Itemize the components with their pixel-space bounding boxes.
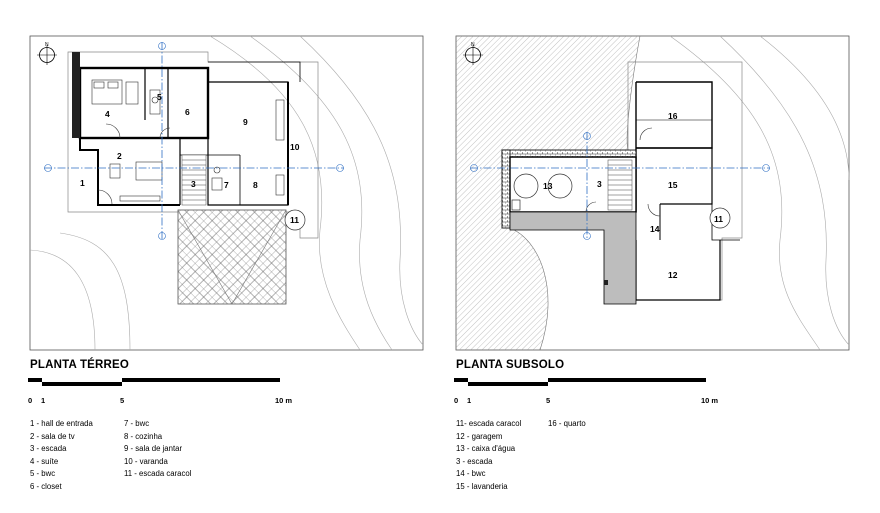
ground-site-outline	[67, 51, 319, 239]
legend-item: 1 - hall de entrada	[30, 419, 93, 428]
ground-axis-lines	[44, 42, 344, 240]
legend-item: 15 - lavanderia	[456, 481, 508, 491]
legend-item: 2 - sala de tv	[30, 431, 75, 441]
legend-item: 3 - escada	[456, 456, 493, 466]
basement-terrain-contours	[669, 35, 850, 351]
floor-plans-drawing: N 1 2 3 4 5 6 7 8 9 10 11	[29, 35, 850, 351]
ground-room-11: 11	[290, 215, 299, 225]
basement-plan: N 3 11 12 13 14 15 16	[455, 35, 850, 351]
ground-walls	[78, 61, 301, 206]
ground-room-1: 1	[80, 178, 85, 188]
basement-room-11: 11	[714, 214, 723, 224]
basement-room-12: 12	[668, 270, 678, 280]
ground-legend-col1: 1 - hall de entrada 2 - sala de tv 3 - e…	[30, 418, 93, 494]
ground-room-numbers: 1 2 3 4 5 6 7 8 9 10 11	[80, 92, 300, 225]
legend-item: 10 - varanda	[124, 456, 168, 466]
basement-room-16: 16	[668, 111, 678, 121]
ground-room-7: 7	[224, 180, 229, 190]
legend-item: 7 - bwc	[124, 419, 150, 428]
basement-stair	[607, 159, 633, 211]
tiled-terrace	[177, 209, 287, 305]
ground-doors	[97, 123, 171, 205]
legend-item: 11- escada caracol	[456, 419, 522, 428]
legend-item: 5 - bwc	[30, 469, 56, 479]
basement-spiral-stair	[709, 207, 731, 229]
ground-scale-1: 1	[41, 396, 46, 405]
terrace-roof-ridge	[177, 209, 287, 305]
basement-scale-bar	[454, 378, 706, 386]
ground-scale-bar	[28, 378, 280, 386]
ground-north-label: N	[45, 42, 49, 48]
ground-room-3: 3	[191, 179, 196, 189]
ground-north-arrow: N	[37, 42, 57, 65]
basement-north-label: N	[471, 42, 475, 48]
basement-room-3: 3	[597, 179, 602, 189]
legend-item: 3 - escada	[30, 444, 67, 454]
ground-scale-10m: 10 m	[275, 396, 293, 405]
basement-axis-lines	[470, 132, 770, 240]
legend-item: 11 - escada caracol	[124, 469, 192, 479]
water-tanks	[511, 173, 573, 211]
ground-room-10: 10	[290, 142, 300, 152]
legend-item: 9 - sala de jantar	[124, 444, 183, 454]
brick-wall-top	[501, 149, 637, 158]
dark-wall-block	[72, 52, 80, 138]
basement-plan-title: PLANTA SUBSOLO	[456, 359, 565, 371]
ground-plan-title: PLANTA TÉRREO	[30, 359, 130, 371]
basement-room-numbers: 3 11 12 13 14 15 16	[543, 111, 723, 280]
ground-spiral-stair	[284, 209, 306, 231]
ground-room-4: 4	[105, 109, 110, 119]
legend-item: 12 - garagem	[456, 431, 503, 441]
ground-room-9: 9	[243, 117, 248, 127]
basement-scale-1: 1	[467, 396, 472, 405]
ground-furniture	[91, 79, 285, 202]
ground-room-8: 8	[253, 180, 258, 190]
legend-item: 14 - bwc	[456, 469, 486, 479]
brick-wall-left	[501, 149, 511, 229]
basement-doors	[585, 127, 661, 217]
legend-item: 4 - suíte	[30, 456, 59, 466]
ground-axis-markers	[44, 42, 344, 240]
ground-legend-col2: 7 - bwc 8 - cozinha 9 - sala de jantar 1…	[124, 418, 191, 481]
ground-scale-0: 0	[28, 396, 33, 405]
ground-room-2: 2	[117, 151, 122, 161]
legend-item: 8 - cozinha	[124, 431, 163, 441]
ground-room-5: 5	[157, 92, 162, 102]
legend-item: 13 - caixa d'água	[456, 444, 516, 454]
basement-legend-col2: 16 - quarto	[548, 418, 586, 431]
basement-axis-markers	[470, 132, 770, 240]
basement-legend-col1: 11- escada caracol 12 - garagem 13 - cai…	[456, 418, 521, 494]
ground-room-6: 6	[185, 107, 190, 117]
legend-item: 16 - quarto	[548, 419, 586, 428]
garage-column	[604, 280, 608, 285]
ground-scale-5: 5	[120, 396, 125, 405]
basement-north-arrow: N	[463, 42, 483, 65]
basement-room-15: 15	[668, 180, 678, 190]
basement-scale-5: 5	[546, 396, 551, 405]
basement-scale-10m: 10 m	[701, 396, 719, 405]
basement-scale-0: 0	[454, 396, 459, 405]
ground-floor-plan: N 1 2 3 4 5 6 7 8 9 10 11	[29, 35, 424, 351]
legend-item: 6 - closet	[30, 481, 62, 491]
basement-room-14: 14	[650, 224, 660, 234]
basement-room-13: 13	[543, 181, 553, 191]
ground-stair	[181, 154, 207, 206]
